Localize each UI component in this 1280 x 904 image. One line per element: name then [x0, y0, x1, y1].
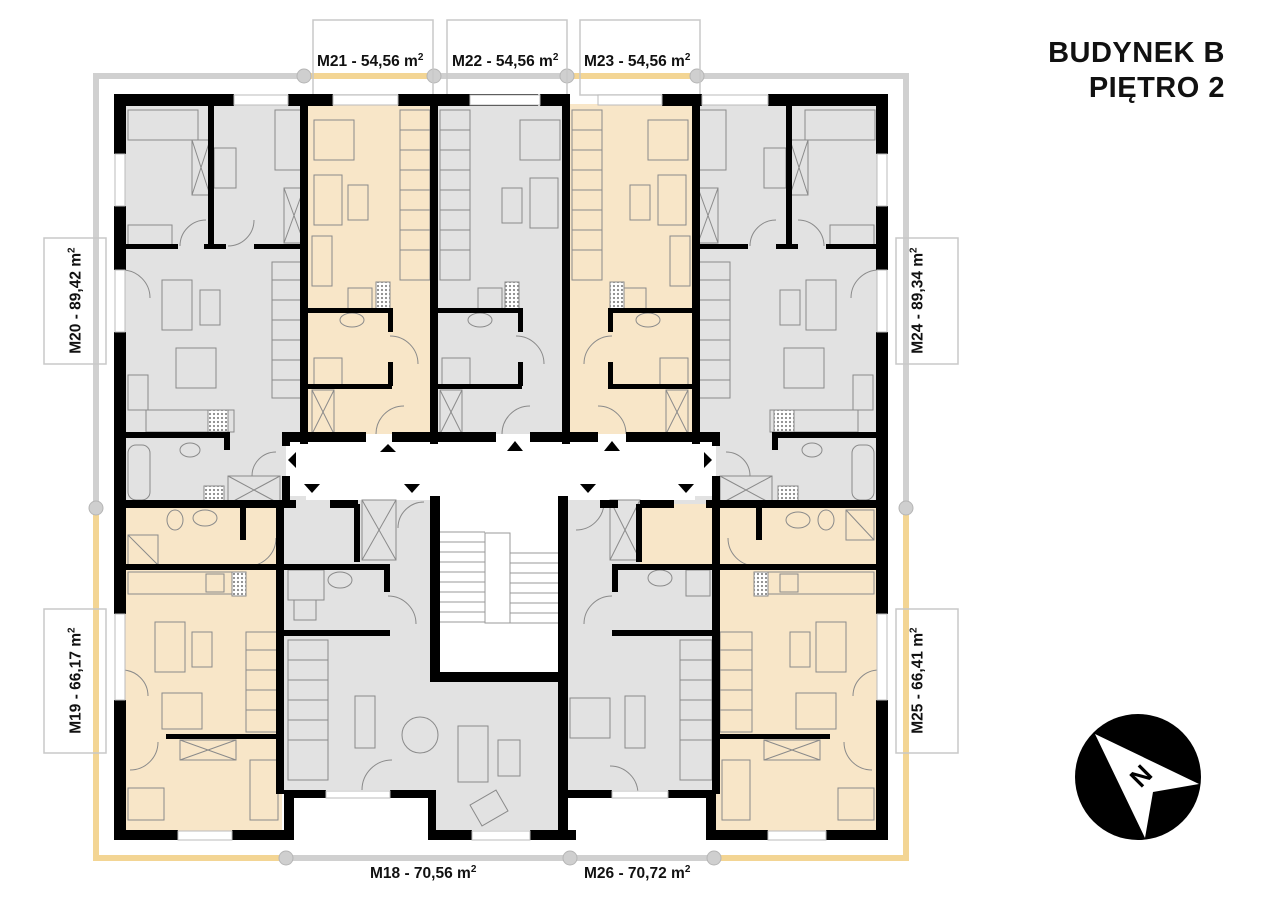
- apartment-label-m22[interactable]: M22 - 54,56 m2: [452, 52, 559, 71]
- apartment-label-m20[interactable]: M20 - 89,42 m2: [66, 247, 85, 354]
- apartment-label-m26[interactable]: M26 - 70,72 m2: [584, 864, 691, 883]
- plan-title: BUDYNEK B PIĘTRO 2: [1048, 36, 1225, 106]
- floor-name: PIĘTRO 2: [1088, 72, 1225, 104]
- stairwell: [440, 531, 558, 624]
- apartment-label-m19[interactable]: M19 - 66,17 m2: [66, 627, 85, 734]
- building-name: BUDYNEK B: [1048, 37, 1225, 69]
- entrance-arrows: [288, 441, 712, 493]
- balcony-rail-highlight: [93, 73, 909, 861]
- balcony-frames: [43, 19, 959, 754]
- walls: [114, 94, 888, 840]
- furniture: [121, 109, 880, 827]
- apartment-label-m21[interactable]: M21 - 54,56 m2: [317, 52, 424, 71]
- apartment-label-m18[interactable]: M18 - 70,56 m2: [370, 864, 477, 883]
- apartment-label-m23[interactable]: M23 - 54,56 m2: [584, 52, 691, 71]
- apartment-label-m25[interactable]: M25 - 66,41 m2: [908, 627, 927, 734]
- rail-joints: [88, 68, 914, 866]
- apartment-fills: [122, 104, 879, 836]
- windows: [114, 94, 888, 841]
- north-arrow-icon: N: [1073, 712, 1203, 842]
- apartment-label-m24[interactable]: M24 - 89,34 m2: [908, 247, 927, 354]
- balcony-rail: [93, 73, 909, 861]
